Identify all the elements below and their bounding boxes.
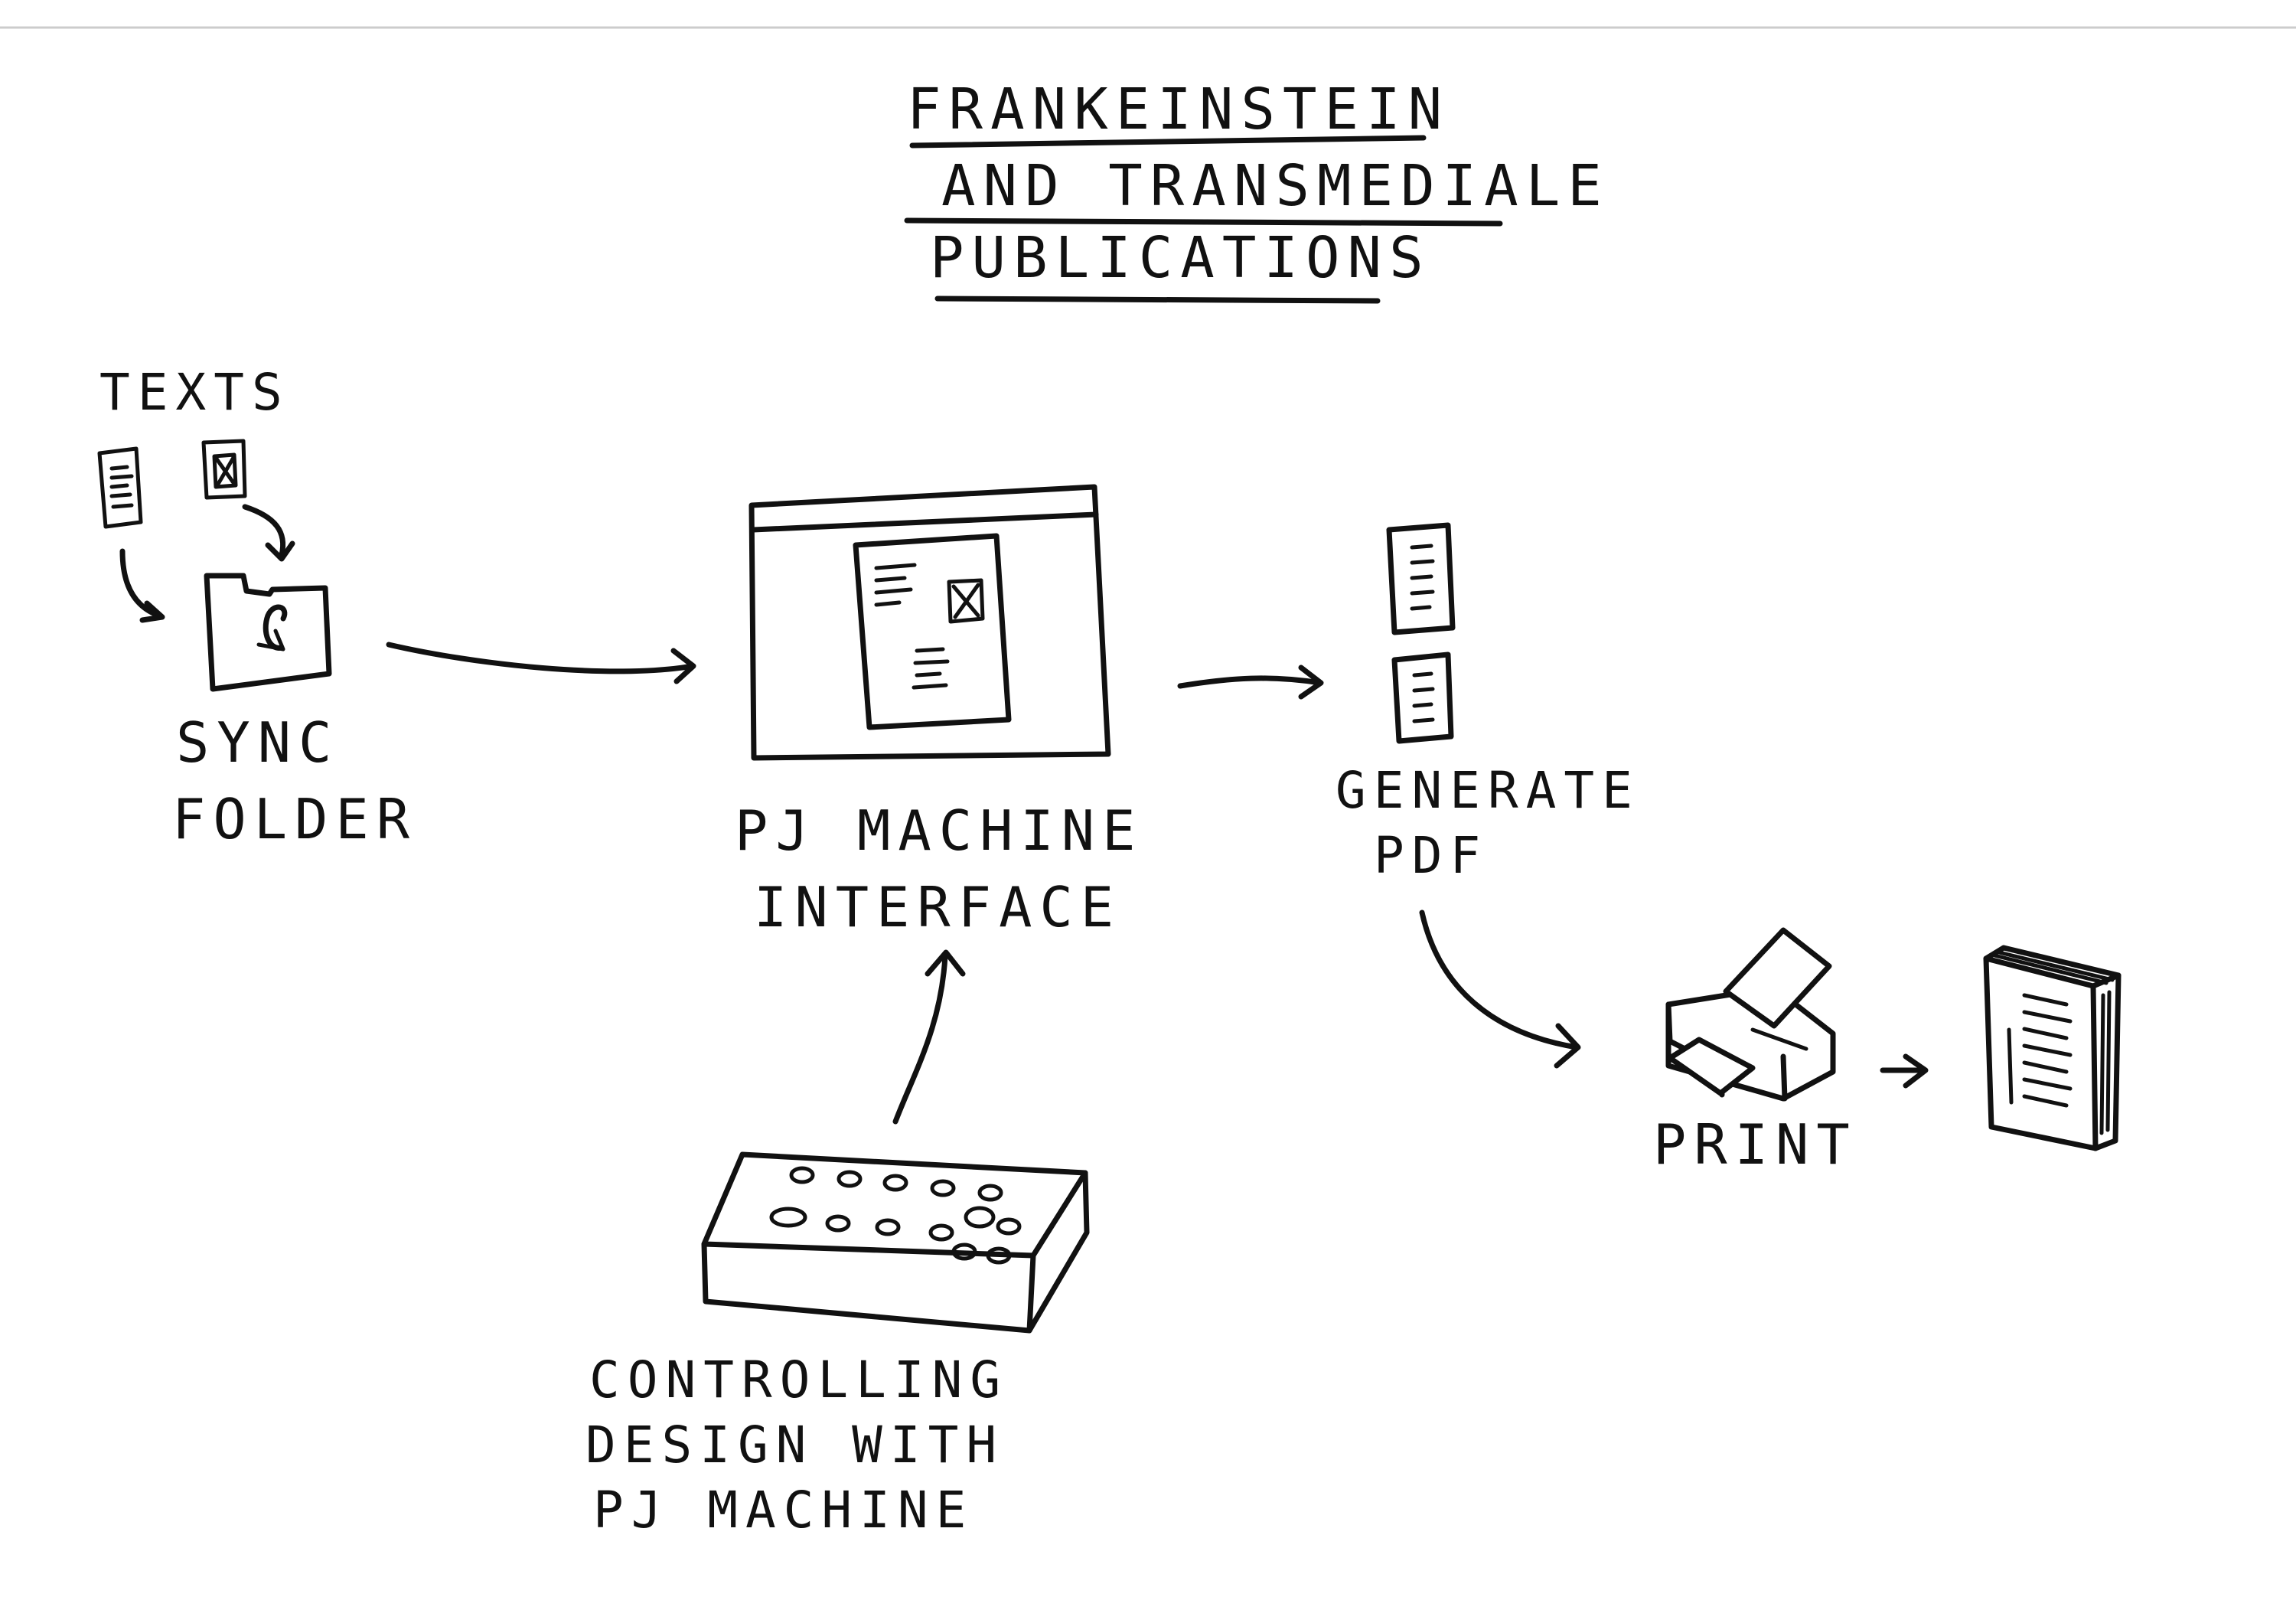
sync-folder-label-2: FOLDER bbox=[172, 787, 417, 851]
arrow-pdf-to-print bbox=[1419, 909, 1580, 1050]
controller-knobs bbox=[769, 1166, 1022, 1265]
monitor-window bbox=[748, 484, 1111, 761]
sync-folder-node: SYNC FOLDER bbox=[172, 573, 417, 851]
arrowhead-image-to-folder bbox=[265, 540, 295, 562]
interface-label-1: PJ MACHINE bbox=[735, 798, 1143, 863]
controller-label-2: DESIGN WITH bbox=[585, 1416, 1004, 1474]
pj-machine-controller-icon bbox=[701, 1151, 1090, 1334]
page-layout bbox=[853, 533, 1012, 730]
generate-pdf-node: GENERATE PDF bbox=[1336, 522, 1640, 885]
texts-node: TEXTS bbox=[97, 363, 295, 623]
title-line-2: AND TRANSMEDIALE bbox=[941, 153, 1609, 219]
arrowhead-interface-to-pdf bbox=[1298, 665, 1324, 700]
controller-label-3: PJ MACHINE bbox=[593, 1481, 974, 1540]
diagram-title: FRANKEINSTEIN AND TRANSMEDIALE PUBLICATI… bbox=[904, 77, 1609, 304]
pdf-page-icon-2 bbox=[1391, 651, 1454, 744]
folder-icon bbox=[204, 573, 332, 692]
text-document-icon bbox=[97, 446, 143, 529]
title-underline-2 bbox=[904, 217, 1503, 227]
generate-pdf-label-1: GENERATE bbox=[1336, 761, 1640, 820]
arrow-controller-to-interface bbox=[892, 952, 948, 1125]
printer-icon bbox=[1665, 927, 1836, 1102]
arrowhead-controller-to-interface bbox=[925, 949, 966, 977]
interface-node: PJ MACHINE INTERFACE bbox=[735, 484, 1143, 939]
title-underline-3 bbox=[934, 296, 1381, 304]
print-label: PRINT bbox=[1653, 1112, 1857, 1177]
interface-label-2: INTERFACE bbox=[754, 875, 1121, 939]
arrow-text-to-folder bbox=[119, 548, 164, 619]
sync-folder-label-1: SYNC bbox=[176, 710, 339, 775]
arrow-folder-to-interface bbox=[386, 642, 696, 674]
title-underline-1 bbox=[909, 135, 1427, 149]
arrow-interface-to-pdf bbox=[1177, 675, 1323, 689]
paper-out-icon bbox=[1667, 1037, 1756, 1096]
arrowhead-text-to-folder bbox=[139, 600, 165, 623]
controller-label-1: CONTROLLING bbox=[589, 1350, 1008, 1409]
title-line-1: FRANKEINSTEIN bbox=[907, 77, 1450, 142]
arrowhead-pdf-to-print bbox=[1554, 1023, 1581, 1069]
arrowhead-folder-to-interface bbox=[670, 648, 696, 684]
layout-image-icon bbox=[947, 578, 985, 624]
texts-label: TEXTS bbox=[99, 363, 290, 422]
arrowhead-print-to-book bbox=[1903, 1053, 1929, 1089]
pdf-page-icon-1 bbox=[1386, 522, 1456, 635]
printed-book-icon bbox=[1983, 945, 2122, 1151]
controller-node: CONTROLLING DESIGN WITH PJ MACHINE bbox=[585, 949, 1090, 1540]
print-node: PRINT bbox=[1653, 927, 1857, 1177]
generate-pdf-label-2: PDF bbox=[1374, 826, 1488, 885]
paper-in-icon bbox=[1723, 927, 1832, 1029]
image-placeholder-icon bbox=[201, 439, 247, 500]
arrow-image-to-folder bbox=[242, 504, 286, 558]
title-line-3: PUBLICATIONS bbox=[930, 225, 1431, 291]
